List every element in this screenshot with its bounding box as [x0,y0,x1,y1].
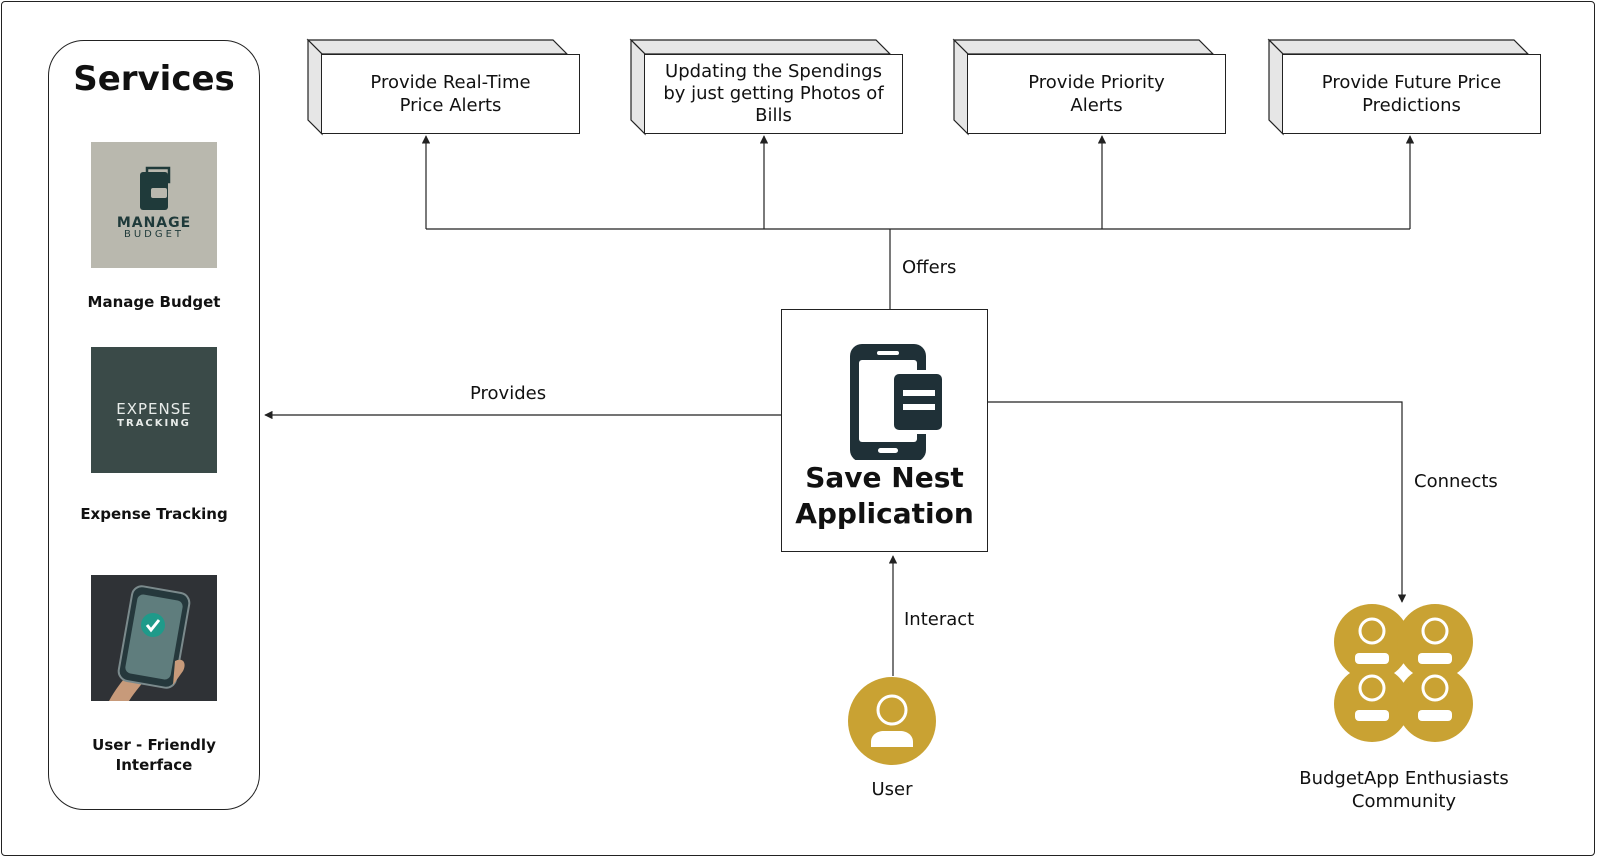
offer-real-time-alerts: Provide Real-Time Price Alerts [321,54,580,134]
user-icon [848,677,936,765]
user-node-label: User [871,779,913,800]
save-nest-app-node: Save Nest Application [781,309,988,552]
offers-edge-label: Offers [902,257,957,278]
community-icon [1334,604,1473,742]
app-title-line2: Application [795,497,974,530]
offer-box-4-side [1268,38,1284,136]
manage-budget-thumb-title: MANAGE [116,215,192,231]
expense-tracking-label: Expense Tracking [80,505,228,523]
offer-priority-alerts-label: Provide Priority Alerts [1028,72,1165,116]
offer-box-2-side [630,38,646,136]
offer-bill-photos: Updating the Spendings by just getting P… [644,54,903,134]
connects-arrow [988,401,1407,603]
community-node-label: BudgetApp Enthusiasts Community [1299,768,1509,812]
expense-thumb-subtitle: TRACKING [117,418,191,429]
services-title: Services [73,59,235,99]
app-title: Save Nest Application [782,460,987,532]
offer-box-3-side [953,38,969,136]
provides-edge-label: Provides [470,383,547,404]
hand-phone-icon [109,585,191,701]
mobile-app-icon [850,344,946,460]
interact-edge-label: Interact [904,609,975,630]
offer-bill-photos-label: Updating the Spendings by just getting P… [663,61,884,126]
app-title-line1: Save Nest [805,461,964,494]
manage-budget-label: Manage Budget [87,293,221,311]
user-friendly-image [91,575,217,701]
wallet-icon [140,166,171,210]
expense-tracking-image: EXPENSE TRACKING [91,347,217,473]
connects-edge-label: Connects [1414,471,1498,492]
expense-thumb-title: EXPENSE [116,400,192,418]
offer-priority-alerts: Provide Priority Alerts [967,54,1226,134]
offer-price-predictions: Provide Future Price Predictions [1282,54,1541,134]
services-panel: Services MANAGE BUDGET Manage Budget EXP… [48,40,260,810]
user-friendly-label: User - Friendly Interface [92,736,216,774]
offer-price-predictions-label: Provide Future Price Predictions [1321,72,1502,116]
offer-real-time-alerts-label: Provide Real-Time Price Alerts [370,72,531,116]
offer-box-1-side [307,38,323,136]
manage-budget-thumb-subtitle: BUDGET [123,229,185,240]
manage-budget-image: MANAGE BUDGET [91,142,217,268]
